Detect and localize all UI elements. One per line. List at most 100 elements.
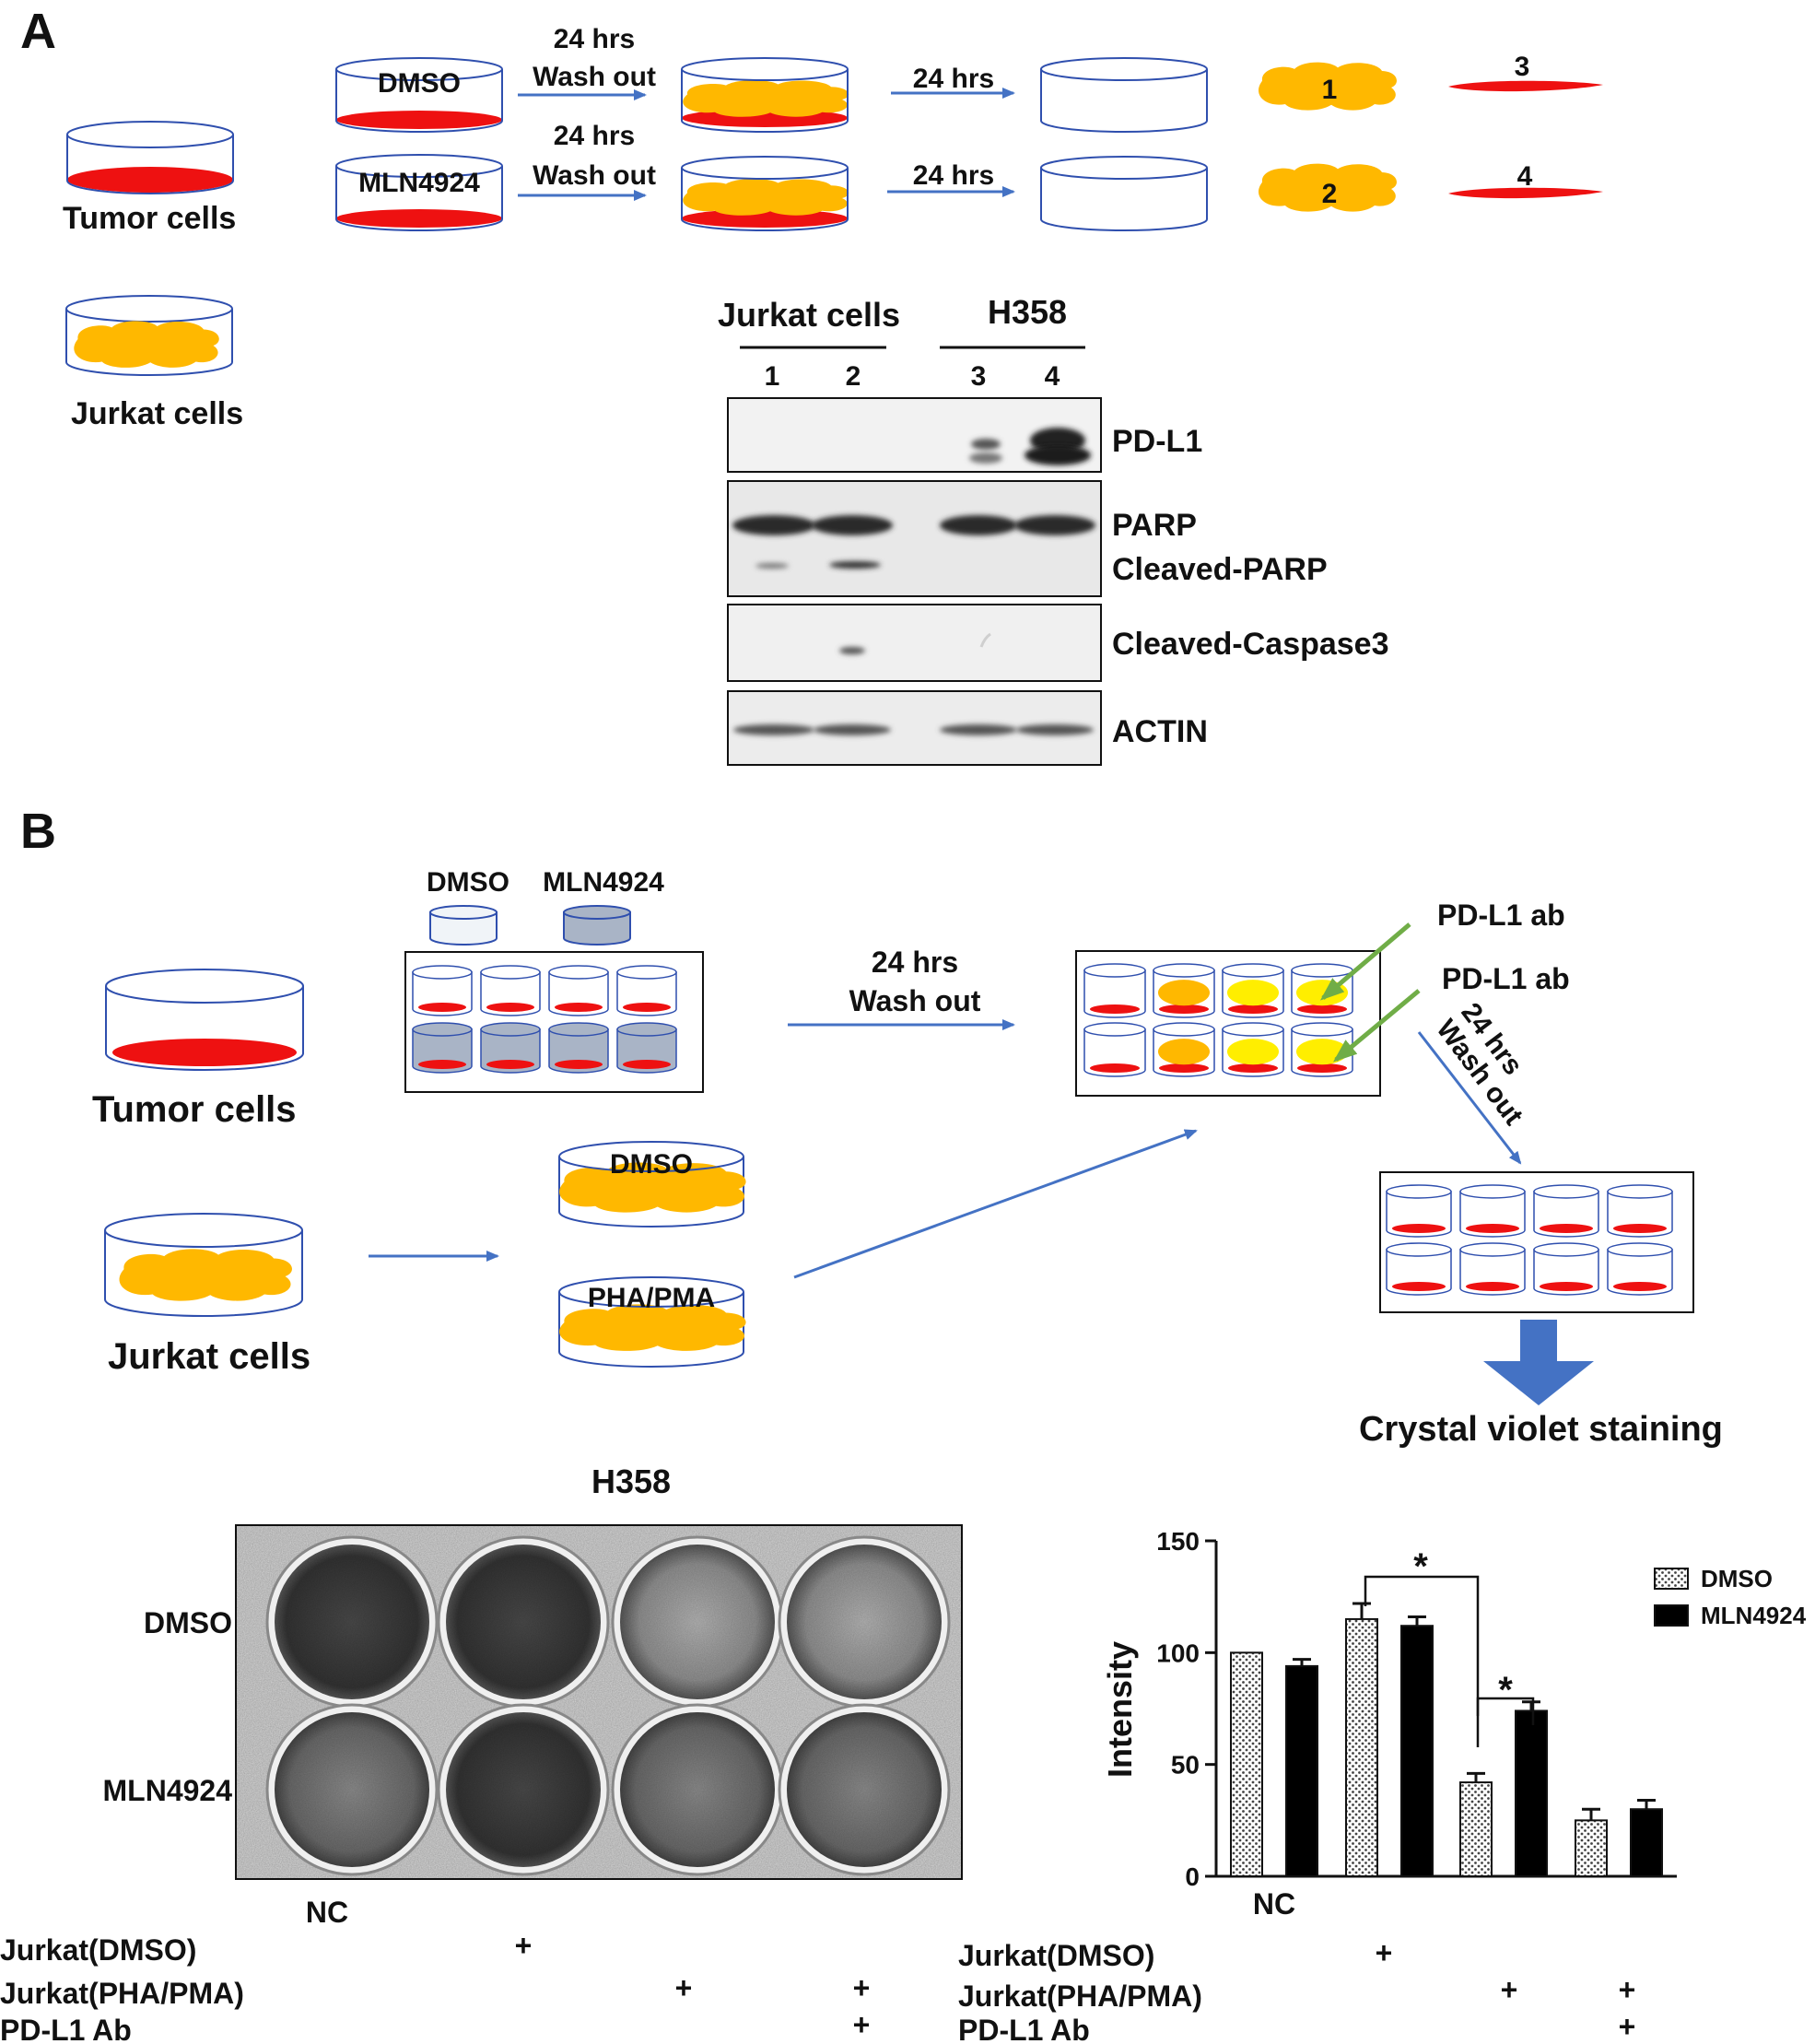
legend-swatch-dmso bbox=[1654, 1568, 1689, 1590]
actin-label: ACTIN bbox=[1112, 714, 1208, 749]
well-icon bbox=[1291, 1022, 1353, 1077]
well-icon bbox=[1153, 1022, 1215, 1077]
well-icon bbox=[1459, 1184, 1526, 1238]
final-plate bbox=[1379, 1171, 1694, 1313]
plate-condition-table: Jurkat(DMSO) Jurkat(PHA/PMA) PD-L1 Ab + … bbox=[0, 1929, 870, 2044]
error-bars bbox=[1293, 1602, 1656, 1821]
plate-row-mln4924: MLN4924 bbox=[103, 1774, 233, 1807]
empty-dish-icon bbox=[1040, 57, 1208, 133]
plate-photo bbox=[235, 1524, 963, 1880]
b-jurkat-dish-icon bbox=[104, 1213, 303, 1317]
step1-line1-row2: 24 hrs bbox=[554, 121, 635, 151]
cond-right-label-3: PD-L1 Ab bbox=[958, 2014, 1090, 2044]
cond-left-mark-2-3: + bbox=[675, 1971, 693, 2004]
bar-dmso bbox=[1230, 1651, 1263, 1878]
lane-label-2: 2 bbox=[1322, 179, 1338, 209]
legend-label-dmso: DMSO bbox=[1701, 1565, 1773, 1592]
blot-lane-3: 3 bbox=[971, 361, 987, 392]
bar-dmso bbox=[1575, 1819, 1608, 1878]
plate-photo-well bbox=[265, 1535, 439, 1709]
drug-dmso-label: DMSO bbox=[427, 867, 509, 898]
cleaved-parp-label: Cleaved-PARP bbox=[1112, 552, 1328, 587]
b-tumor-cells-label: Tumor cells bbox=[92, 1089, 297, 1130]
treatment-row-dmso: DMSO 24 hrs Wash out 24 hrs 1 3 bbox=[335, 24, 1603, 133]
tumor-lysate-icon-row2 bbox=[1448, 187, 1603, 199]
x-tick-nc: NC bbox=[1253, 1887, 1295, 1921]
well-icon bbox=[480, 965, 541, 1016]
lane-label-3: 3 bbox=[1515, 52, 1530, 82]
well-icon bbox=[1222, 963, 1284, 1018]
crystal-violet-label: Crystal violet staining bbox=[1359, 1410, 1723, 1449]
plate-photo-well bbox=[437, 1535, 610, 1709]
panel-a: A Tumor cells Jurkat cells DMSO 24 hrs W… bbox=[20, 4, 1603, 766]
jurkat-cells-label: Jurkat cells bbox=[71, 396, 243, 431]
well-icon bbox=[616, 965, 677, 1016]
plate-photo-well bbox=[611, 1703, 784, 1876]
step1-line2: Wash out bbox=[533, 62, 656, 92]
y-tick-label: 150 bbox=[1156, 1527, 1200, 1556]
cond-right-mark-2-4: + bbox=[1619, 1973, 1636, 2006]
plate-nc-label: NC bbox=[306, 1896, 348, 1929]
plate-photo-well bbox=[437, 1703, 610, 1876]
bar-dmso bbox=[1345, 1617, 1378, 1878]
well-icon bbox=[1222, 1022, 1284, 1077]
well-icon bbox=[1459, 1242, 1526, 1296]
well-icon bbox=[548, 1022, 609, 1074]
significance-star-2: * bbox=[1498, 1670, 1513, 1710]
step1-line1: 24 hrs bbox=[554, 24, 635, 54]
bar-mln4924 bbox=[1515, 1709, 1548, 1877]
well-icon bbox=[1291, 963, 1353, 1018]
ab-label-2: PD-L1 ab bbox=[1442, 962, 1570, 995]
step2-label: 24 hrs bbox=[913, 64, 994, 94]
lane-label-4: 4 bbox=[1517, 161, 1533, 192]
mln4924-dish-icon bbox=[335, 154, 503, 231]
bar-dmso bbox=[1459, 1781, 1493, 1877]
well-icon bbox=[1533, 1184, 1599, 1238]
well-icon bbox=[1153, 963, 1215, 1018]
cond-left-label-3: PD-L1 Ab bbox=[0, 2014, 132, 2044]
b-step1-line1: 24 hrs bbox=[872, 946, 958, 979]
cleaved-caspase3-label: Cleaved-Caspase3 bbox=[1112, 627, 1389, 662]
blot-lane-2: 2 bbox=[846, 361, 861, 392]
cond-right-label-2: Jurkat(PHA/PMA) bbox=[958, 1979, 1202, 2013]
cond-left-mark-3-4: + bbox=[853, 2008, 871, 2041]
cond-left-mark-1-2: + bbox=[515, 1929, 533, 1962]
well-icon bbox=[1083, 963, 1146, 1018]
step2-label-row2: 24 hrs bbox=[913, 160, 994, 191]
y-tick-label: 0 bbox=[1185, 1862, 1200, 1891]
well-icon bbox=[1533, 1242, 1599, 1296]
jurkat-pha-dish-icon bbox=[558, 1276, 746, 1368]
plate-photo-well bbox=[778, 1535, 951, 1709]
chart-condition-table: Jurkat(DMSO) Jurkat(PHA/PMA) PD-L1 Ab + … bbox=[958, 1936, 1635, 2044]
significance-star-1: * bbox=[1413, 1546, 1428, 1587]
cond-left-mark-2-4: + bbox=[853, 1971, 871, 2004]
significance-bracket-1 bbox=[1364, 1575, 1480, 1716]
blot-lane-4: 4 bbox=[1045, 361, 1060, 392]
antibody-arrow-1 bbox=[1319, 922, 1411, 1001]
well-icon bbox=[1607, 1184, 1673, 1238]
well-icon bbox=[1386, 1184, 1452, 1238]
mln4924-dish-label: MLN4924 bbox=[358, 168, 480, 198]
well-icon bbox=[1083, 1022, 1146, 1077]
coculture-dish-icon-row2 bbox=[681, 156, 849, 231]
significance-bracket-2 bbox=[1476, 1697, 1535, 1747]
bars bbox=[1230, 1617, 1663, 1878]
dmso-tube-icon bbox=[429, 905, 498, 946]
blot-lane-1: 1 bbox=[765, 361, 780, 392]
bar-mln4924 bbox=[1630, 1808, 1663, 1877]
mln4924-tube-icon bbox=[563, 905, 631, 946]
lane-label-1: 1 bbox=[1322, 75, 1338, 105]
step1-line2-row2: Wash out bbox=[533, 160, 656, 191]
cond-right-mark-3-4: + bbox=[1619, 2010, 1636, 2043]
well-icon bbox=[1607, 1242, 1673, 1296]
plate-photo-well bbox=[778, 1703, 951, 1876]
western-blot: Jurkat cells H358 1 2 3 4 PD-L1 bbox=[718, 293, 1389, 766]
blot-group-jurkat: Jurkat cells bbox=[718, 296, 900, 334]
panel-b-letter: B bbox=[20, 804, 56, 859]
jurkat-pha-dish-label: PHA/PMA bbox=[588, 1283, 715, 1313]
cond-right-label-1: Jurkat(DMSO) bbox=[958, 1939, 1154, 1972]
blot-panel-actin bbox=[727, 690, 1102, 766]
tumor-cells-label: Tumor cells bbox=[63, 201, 236, 236]
coculture-dish-icon bbox=[681, 57, 849, 133]
plate-photo-title: H358 bbox=[591, 1463, 671, 1500]
